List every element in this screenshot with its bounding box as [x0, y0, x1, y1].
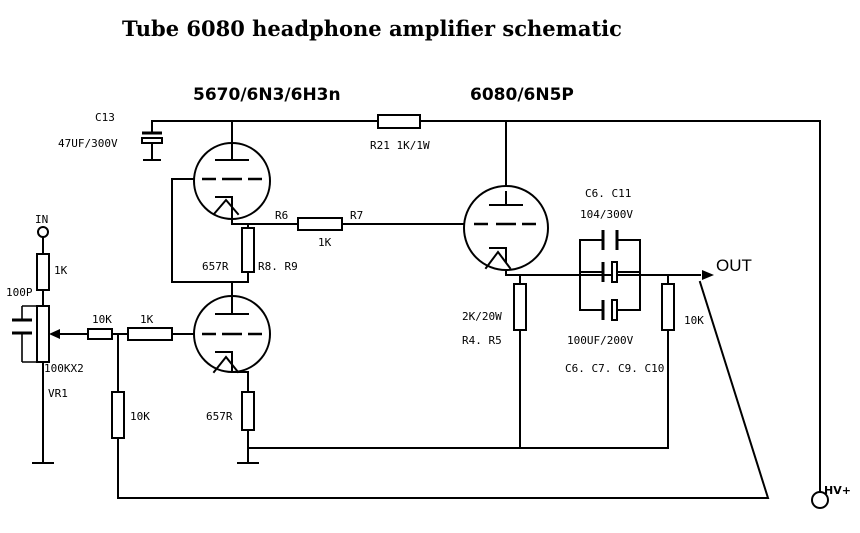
r-load-label: 2K/20W	[462, 310, 502, 323]
r-cathode-lower-label: 657R	[206, 410, 233, 423]
capacitor-film	[601, 230, 619, 250]
c13-label: C13	[95, 111, 115, 124]
resistor-1k-series	[127, 327, 173, 341]
driver-tube-lower	[193, 295, 271, 374]
wiring	[21, 120, 821, 499]
driver-tube-upper	[193, 142, 271, 225]
r7-label: R7	[350, 209, 363, 222]
c-film-label: 104/300V	[580, 208, 633, 221]
resistor-output-10k	[661, 283, 675, 331]
resistor-10k-series	[87, 328, 113, 340]
c-elec-label: 100UF/200V	[567, 334, 634, 347]
resistor-r4-r5	[513, 283, 527, 331]
r8r9-label: R8. R9	[258, 260, 298, 273]
r-1k-grid-label: 1K	[318, 236, 332, 249]
out-label: OUT	[716, 256, 752, 275]
r-10k-series-label: 10K	[92, 313, 112, 326]
r-in-label: 1K	[54, 264, 68, 277]
vr1-label: VR1	[48, 387, 68, 400]
capacitor-electrolytic-2	[601, 299, 618, 321]
c13-value: 47UF/300V	[58, 137, 118, 150]
r21-label: R21 1K/1W	[370, 139, 430, 152]
in-label: IN	[35, 213, 48, 226]
wiper-arrow	[49, 329, 60, 339]
power-tube-label: 6080/6N5P	[470, 85, 574, 105]
output-arrow	[702, 270, 714, 280]
capacitor-c13	[141, 131, 163, 161]
resistor-r6-r7	[297, 217, 343, 231]
driver-tube-label: 5670/6N3/6H3n	[193, 85, 341, 105]
capacitor-electrolytic-1	[601, 261, 618, 283]
input-terminal	[37, 226, 49, 238]
resistor-r8-r9	[241, 227, 255, 273]
capacitor-100p	[12, 318, 32, 335]
vr1-value: 100KX2	[44, 362, 84, 375]
r6-label: R6	[275, 209, 288, 222]
r-1k-series-label: 1K	[140, 313, 154, 326]
r-cathode-upper-label: 657R	[202, 260, 229, 273]
resistor-10k-shunt	[111, 391, 125, 439]
potentiometer-vr1	[36, 305, 50, 363]
c6c11-label: C6. C11	[585, 187, 631, 200]
hv-terminal	[811, 491, 829, 509]
resistor-r21	[377, 114, 421, 129]
c-refs-label: C6. C7. C9. C10	[565, 362, 664, 375]
resistor-input-1k	[36, 253, 50, 291]
hv-label: HV+	[824, 484, 851, 497]
r-10k-shunt-label: 10K	[130, 410, 150, 423]
c-in-label: 100P	[6, 286, 33, 299]
schematic-title: Tube 6080 headphone amplifier schematic	[122, 16, 622, 41]
r4r5-label: R4. R5	[462, 334, 502, 347]
power-tube	[463, 185, 549, 271]
r-out-label: 10K	[684, 314, 704, 327]
resistor-657r-lower	[241, 391, 255, 431]
